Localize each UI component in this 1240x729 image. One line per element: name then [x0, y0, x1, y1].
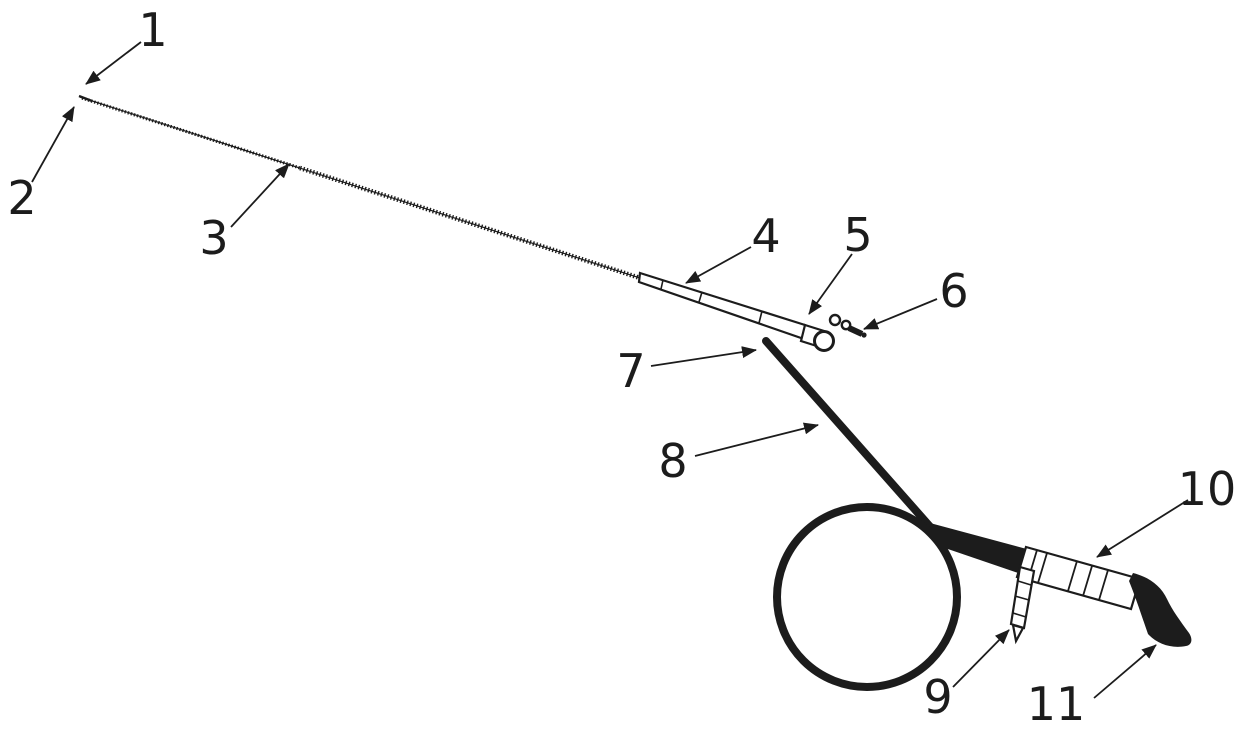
- eyepiece-bell: [1129, 573, 1192, 647]
- leader-line-6: [863, 298, 938, 330]
- callout-label-2: 2: [7, 171, 36, 225]
- device-drawing: [78, 94, 1192, 691]
- bending-cable: [762, 337, 1034, 691]
- callout-2: 2: [7, 106, 75, 225]
- taper-joint-line: [698, 291, 703, 303]
- leader-line-4: [685, 246, 752, 284]
- leader-line-2: [31, 106, 75, 183]
- leader-line-7: [650, 346, 757, 367]
- side-port-band: [1017, 580, 1032, 586]
- side-port-tip: [1011, 623, 1025, 645]
- handle-band: [1037, 552, 1048, 584]
- callout-label-6: 6: [939, 264, 968, 318]
- callout-8: 8: [658, 422, 819, 488]
- stopcock-knob-lower: [840, 319, 852, 331]
- callout-label-10: 10: [1178, 462, 1237, 516]
- connector-assembly: [799, 313, 867, 352]
- leader-line-5: [808, 253, 853, 315]
- stopcock-lever-cap: [861, 332, 867, 338]
- callout-3: 3: [199, 163, 290, 265]
- callout-label-4: 4: [751, 209, 780, 263]
- leader-line-8: [694, 422, 819, 457]
- leader-line-11: [1093, 644, 1157, 699]
- handle-band: [1067, 560, 1078, 592]
- taper-section: [637, 271, 807, 341]
- callout-1: 1: [85, 3, 168, 85]
- callout-label-11: 11: [1027, 677, 1086, 729]
- taper-joint-line: [660, 279, 664, 290]
- callout-4: 4: [685, 209, 781, 284]
- luer-ring: [813, 330, 835, 352]
- stopcock-lever: [847, 325, 864, 337]
- side-port-band: [1012, 612, 1027, 618]
- side-port-band: [1014, 595, 1030, 601]
- callout-label-8: 8: [658, 434, 687, 488]
- shaft-tip: [78, 94, 93, 103]
- side-port: [1009, 565, 1036, 645]
- callout-6: 6: [863, 264, 969, 330]
- callout-5: 5: [808, 208, 873, 315]
- leader-line-10: [1096, 499, 1189, 558]
- callout-label-3: 3: [199, 211, 228, 265]
- leader-line-3: [230, 163, 290, 228]
- callout-7: 7: [616, 344, 757, 398]
- callout-9: 9: [923, 629, 1010, 724]
- callout-label-9: 9: [923, 670, 952, 724]
- leader-line-9: [952, 629, 1010, 688]
- callout-10: 10: [1096, 462, 1237, 558]
- handle-band: [1082, 565, 1093, 597]
- cable-straight-run: [762, 337, 937, 534]
- flexible-shaft: [78, 94, 641, 281]
- cable-loop: [773, 503, 961, 691]
- callout-label-7: 7: [616, 344, 645, 398]
- handle-band: [1098, 569, 1109, 601]
- cable-exit-wedge: [930, 523, 1034, 577]
- stopcock-knob-upper: [828, 313, 842, 327]
- callout-label-5: 5: [843, 208, 872, 262]
- callout-label-1: 1: [138, 3, 167, 57]
- callout-11: 11: [1027, 644, 1157, 729]
- taper-joint-line: [758, 310, 763, 324]
- callouts: 1 2 3 4 5 6: [7, 3, 1236, 729]
- leader-line-1: [85, 41, 142, 85]
- handle-body: [1015, 545, 1142, 611]
- taper-body: [637, 271, 807, 341]
